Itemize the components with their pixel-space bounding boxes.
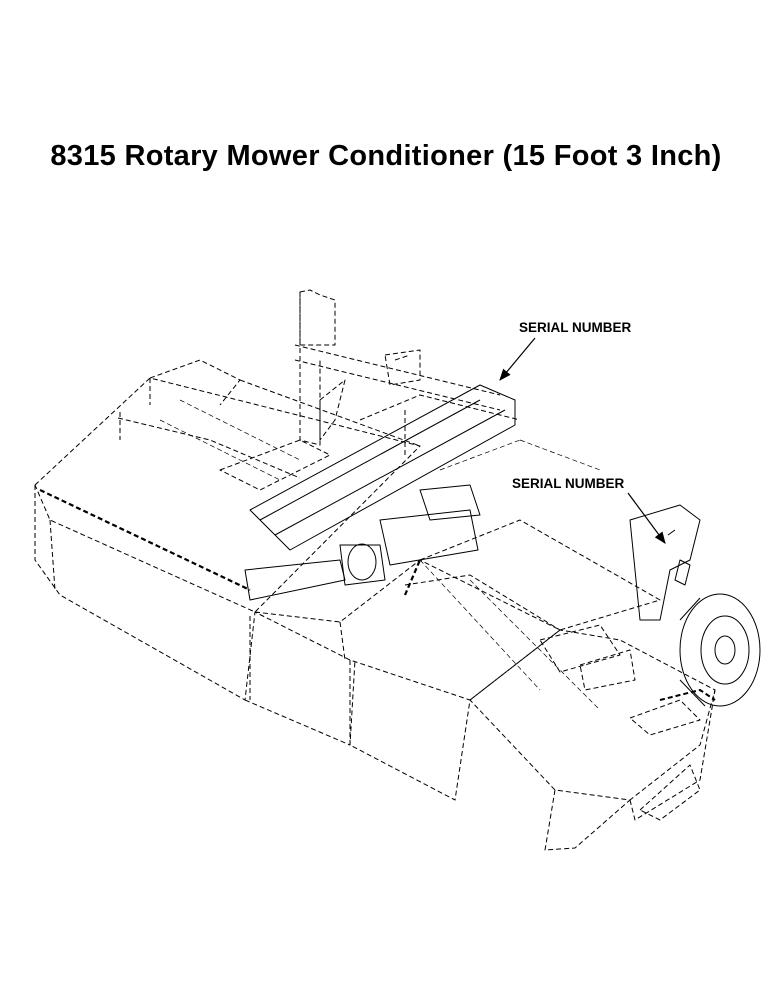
drive-line [244,484,481,601]
construction-lines [159,399,601,711]
page-title: 8315 Rotary Mower Conditioner (15 Foot 3… [50,140,722,172]
serial-number-label: SERIAL NUMBER [519,320,632,335]
wheel-bracket [629,504,701,621]
right-housing [469,629,716,851]
hitch-frame [294,289,521,455]
hitch-tongue [249,384,516,551]
rear-deck [149,359,701,736]
middle-housing [254,559,561,801]
transport-wheel [679,593,761,707]
serial-number-arrow-1 [499,337,536,381]
serial-number-arrow-2 [627,492,666,544]
serial-number-label: SERIAL NUMBER [512,476,625,491]
left-housing [34,377,421,746]
